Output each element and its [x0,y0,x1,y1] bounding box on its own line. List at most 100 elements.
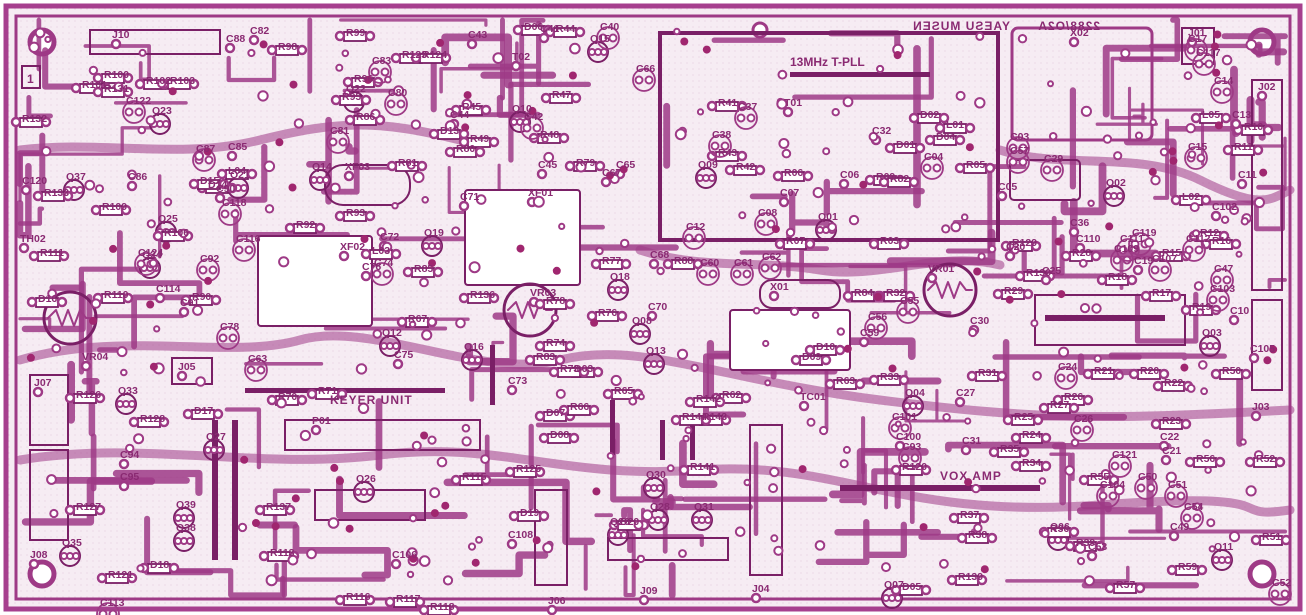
component-r29 [992,288,1034,300]
component-c93 [898,446,922,470]
via-pad [656,266,665,276]
component-c86 [126,180,138,192]
via-pad [789,306,800,316]
anchor-dot [1263,356,1272,365]
ref-c122: C122 [126,95,151,107]
ref-q01: Q01 [818,211,838,223]
component-c52 [1268,582,1292,606]
anchor-dot [516,244,525,253]
anchor-dot [330,463,339,472]
ref-xf03: XF03 [345,161,370,173]
ref-c103: C103 [1210,283,1235,295]
ref-c56: C56 [868,311,887,323]
via-pad [1253,196,1266,209]
ref-q12: Q12 [382,327,402,339]
ref-c04: C04 [924,151,943,163]
anchor-dot [168,87,177,96]
component-c14 [1210,80,1234,104]
via-pad [257,90,269,102]
component-r55 [1078,474,1120,486]
component-c71 [458,200,470,212]
copper-trace [26,95,53,119]
component-r66 [558,404,600,416]
component-d17 [182,408,224,420]
component-vr04 [80,360,92,372]
via-pad [543,151,555,163]
ref-l01: L01 [946,119,964,131]
via-pad [696,108,705,116]
via-pad [1115,371,1124,381]
ref-c110: C110 [1076,233,1101,245]
vertical-rail-5 [660,420,665,460]
ref-c83: C83 [372,55,391,67]
ref-r38: R38 [968,529,987,541]
component-r85 [402,266,444,278]
component-r25 [1002,414,1044,426]
component-l04 [216,168,258,180]
component-j10 [110,38,122,50]
ref-r33: R33 [880,371,899,383]
ref-r56: R56 [1196,453,1215,465]
component-r42 [724,164,766,176]
via-pad [408,320,417,329]
ref-r77: R77 [602,255,621,267]
via-pad [806,417,816,427]
via-pad [1087,199,1095,208]
via-pad [44,35,52,44]
ref-r86: R86 [356,111,375,123]
via-pad [738,211,747,220]
ref-q18: Q18 [610,271,630,283]
via-pad [194,151,205,161]
copper-trace [117,230,203,350]
ref-q10: Q10 [512,103,532,115]
component-r59 [1166,564,1208,576]
via-pad [1239,438,1247,446]
j10-header [89,29,221,55]
via-pad [412,171,425,184]
component-c121 [1108,454,1132,478]
component-c102 [1210,210,1222,222]
ref-r35: R35 [1000,443,1019,455]
component-r88 [662,258,704,270]
via-pad [133,433,145,445]
anchor-dot [420,431,429,440]
ref-t01: T01 [784,97,802,109]
ref-r65: R65 [614,385,633,397]
via-pad [1070,438,1080,448]
copper-trace [1251,136,1287,191]
ref-xf02: XF02 [340,241,365,253]
anchor-dot [289,80,298,89]
via-pad [475,536,483,544]
j05-header [171,357,213,385]
anchor-dot [240,455,249,464]
via-pad [777,69,788,80]
ref-r03: R03 [880,235,899,247]
component-r03 [868,238,910,250]
via-pad [977,252,986,261]
anchor-dot [1105,222,1114,231]
via-pad [684,426,693,435]
via-pad [769,466,780,478]
component-d01 [884,142,926,154]
ref-c03: C03 [1010,131,1029,143]
via-pad [1189,202,1200,213]
anchor-dot [532,536,541,545]
copper-trace [233,208,350,244]
anchor-dot [336,477,344,485]
via-pad [411,440,422,451]
ref-r106: R106 [164,227,189,239]
ref-c81: C81 [330,125,349,137]
via-pad [1150,175,1161,186]
ref-c108: C108 [508,529,533,541]
via-pad [1208,545,1216,553]
ref-r120: R120 [902,461,927,473]
via-pad [848,214,860,226]
ref-r136: R136 [470,289,495,301]
ref-q39: Q39 [176,499,196,511]
copper-trace [18,317,52,330]
component-c105 [1248,352,1260,364]
component-q19 [421,235,443,257]
component-q12 [379,335,401,357]
component-d05 [890,584,932,596]
via-pad [975,31,985,41]
